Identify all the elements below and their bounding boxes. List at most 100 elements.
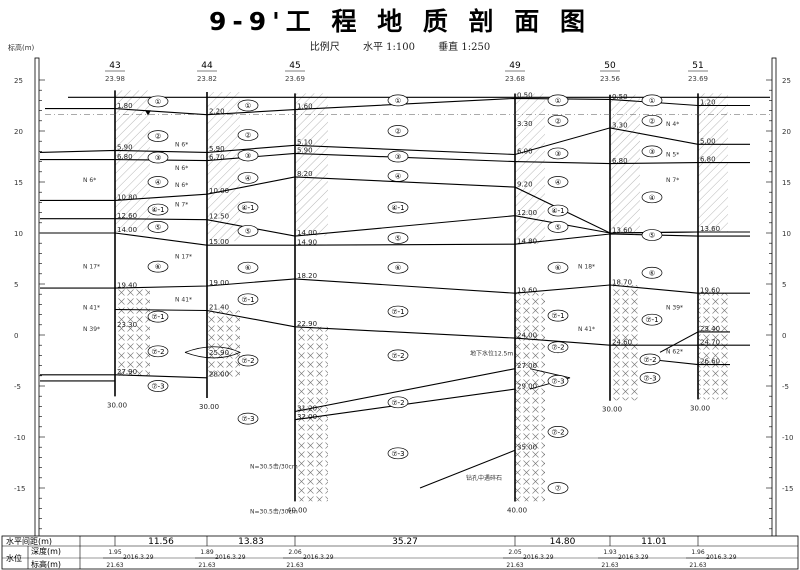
borehole-bottom-depth: 30.00: [107, 401, 127, 409]
depth-label: 0.50: [517, 92, 533, 100]
stratum-label-ellipse: [147, 260, 169, 273]
depth-label: 18.20: [297, 272, 317, 280]
stratum-label: ⑦-2: [391, 399, 404, 407]
depth-label: 23.40: [700, 325, 720, 333]
axis-tick-label: -15: [14, 485, 25, 493]
stratum-label-ellipse: [387, 201, 409, 214]
stratum-label: ①: [245, 102, 251, 110]
borehole-fill: [515, 93, 545, 245]
borehole-elevation: 23.98: [105, 75, 125, 83]
axis-tick-label: 15: [14, 179, 23, 187]
depth-label: 13.60: [612, 226, 632, 234]
depth-label: 14.00: [297, 229, 317, 237]
stratum-label: ①: [555, 97, 561, 105]
spacing-header: 水平间距(m): [6, 536, 52, 546]
stratum-label: ⑥: [155, 263, 161, 271]
stratum-label: ⑦-1: [551, 312, 564, 320]
borehole-number: 44: [201, 61, 213, 71]
blow-count-label: N 41*: [83, 305, 100, 312]
depth-label: 19.60: [700, 286, 720, 294]
stratum-label: ⑤: [155, 223, 161, 231]
depth-label: 6.70: [209, 153, 225, 161]
borehole-fill: [515, 293, 545, 502]
stratum-label-ellipse: [641, 313, 663, 326]
water-elev-value: 21.63: [506, 562, 523, 569]
stratum-label: ⑦-2: [551, 344, 564, 352]
water-date-value: 2016.3.29: [523, 554, 554, 561]
borehole-bottom-depth: 40.00: [287, 506, 307, 514]
stratum-label-ellipse: [147, 130, 169, 142]
depth-label: 9.20: [517, 180, 533, 188]
stratum-label-ellipse: [237, 172, 259, 184]
stratum-label: ②: [155, 133, 161, 141]
stratum-label: ②: [245, 132, 251, 140]
stratum-label-ellipse: [147, 380, 169, 392]
water-elev-value: 21.63: [198, 562, 215, 569]
borehole-elevation: 23.69: [285, 75, 305, 83]
water-elev-header: 标高(m): [31, 559, 61, 569]
lens-outline: [184, 346, 241, 359]
right-axis-bar: [771, 57, 777, 539]
depth-label: 10.80: [117, 194, 137, 202]
stratum-label-ellipse: [547, 176, 569, 188]
blow-count-label: N 39*: [666, 305, 683, 312]
water-elev-value: 21.63: [601, 562, 618, 569]
page-title: 9-9'工 程 地 质 剖 面 图: [208, 7, 592, 36]
stratum-label: ②: [395, 128, 401, 136]
stratum-label: ⑥: [649, 269, 655, 277]
stratum-label: ③: [155, 154, 161, 162]
stratum-label-ellipse: [237, 201, 259, 214]
depth-label: 1.20: [700, 99, 716, 107]
depth-label: 13.60: [700, 225, 720, 233]
depth-label: 5.90: [117, 144, 133, 152]
blow-count-label: N 41*: [578, 326, 595, 333]
depth-label: 24.60: [612, 339, 632, 347]
axis-tick-label: 0: [782, 332, 786, 340]
blow-count-label: N 6*: [83, 177, 96, 184]
stratum-label-ellipse: [547, 482, 569, 494]
stratum-label-ellipse: [641, 229, 663, 241]
depth-label: 19.00: [209, 279, 229, 287]
water-level-marker: [145, 110, 151, 116]
scale-note: 比例尺 水平 1:100 垂直 1:250: [0, 38, 800, 53]
stratum-label-ellipse: [547, 309, 569, 322]
blow-count-label: N 39*: [83, 326, 100, 333]
borehole-number: 49: [509, 61, 521, 71]
stratum-boundary: [40, 278, 750, 294]
scale-vertical: 垂直 1:250: [438, 42, 491, 53]
stratum-label-ellipse: [641, 145, 663, 158]
stratum-label: ⑦-2: [151, 348, 164, 356]
depth-label: 19.40: [117, 281, 137, 289]
depth-label: 12.00: [517, 209, 537, 217]
depth-label: 26.60: [700, 358, 720, 366]
blow-count-label: N 62*: [666, 348, 683, 355]
depth-label: 19.60: [517, 286, 537, 294]
axis-tick-label: -15: [782, 485, 793, 493]
water-depth-value: 1.93: [603, 549, 617, 556]
stratum-label-ellipse: [237, 261, 259, 274]
stratum-boundary: [659, 359, 730, 366]
stratum-label-ellipse: [237, 225, 259, 237]
lens-outline: [529, 368, 571, 390]
stratum-labels: ①②③④④-1⑤⑥⑦-1⑦-2⑦-3①②③④④-1⑤⑥⑦-1⑦-2⑦-3①②③④…: [147, 94, 663, 516]
axis-tick-label: -10: [14, 434, 25, 442]
depth-label: 27.00: [517, 362, 537, 370]
stratum-label-ellipse: [641, 191, 663, 204]
blow-count-label: N 7*: [175, 201, 188, 208]
stratum-label-ellipse: [641, 94, 663, 107]
depth-label: 5.10: [297, 138, 313, 146]
water-depth-header: 深度(m): [31, 546, 61, 556]
stratum-label-ellipse: [147, 203, 169, 216]
stratum-label-ellipse: [547, 147, 569, 160]
axis-tick-label: 20: [782, 128, 791, 136]
water-depth-value: 1.96: [691, 549, 705, 556]
stratum-boundary: [40, 374, 208, 379]
stratum-boundary: [294, 368, 516, 413]
stratum-label-ellipse: [641, 114, 663, 127]
blow-count-label: N 6*: [175, 182, 188, 189]
stratum-label-ellipse: [547, 261, 569, 274]
stratum-label-ellipse: [387, 94, 409, 107]
stratum-label-ellipse: [547, 204, 569, 217]
stratum-label: ⑦-3: [151, 383, 164, 391]
